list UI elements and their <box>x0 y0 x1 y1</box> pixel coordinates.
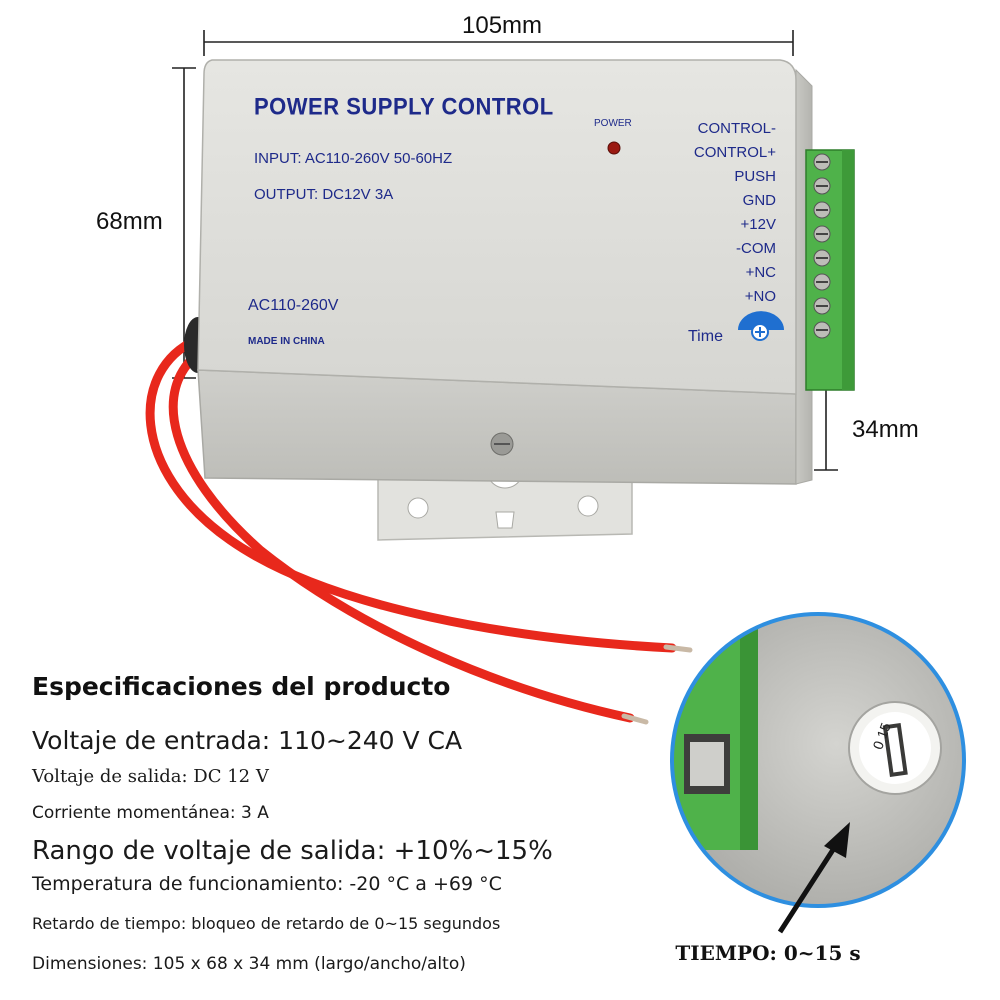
pointer-arrow <box>777 822 850 934</box>
spec-line-output-voltage: Voltaje de salida: DC 12 V <box>32 766 269 787</box>
time-knob-label: Time <box>688 328 723 345</box>
dimension-depth-label: 34mm <box>852 416 919 443</box>
power-led-label: POWER <box>594 118 632 129</box>
depth-dimension-line <box>814 379 838 471</box>
dimension-height-label: 68mm <box>96 208 163 235</box>
spec-line-temperature: Temperatura de funcionamiento: -20 °C a … <box>32 873 502 895</box>
device-output-spec: OUTPUT: DC12V 3A <box>254 186 394 203</box>
spec-line-current: Corriente momentánea: 3 A <box>32 803 269 823</box>
zoom-ring <box>670 612 966 908</box>
device-title: POWER SUPPLY CONTROL <box>254 92 554 121</box>
terminal-label: +12V <box>740 216 776 233</box>
power-led <box>607 141 621 155</box>
terminal-label: +NO <box>744 288 776 305</box>
device-ac-label: AC110-260V <box>248 297 339 314</box>
housing-top-face <box>197 59 797 395</box>
terminal-label: PUSH <box>734 168 776 185</box>
device-made-in: MADE IN CHINA <box>248 336 325 347</box>
terminal-label: CONTROL- <box>697 120 776 137</box>
spec-line-output-range: Rango de voltaje de salida: +10%~15% <box>32 836 553 866</box>
specs-heading: Especificaciones del producto <box>32 672 451 701</box>
terminal-label: CONTROL+ <box>693 144 776 161</box>
terminal-label: GND <box>742 192 776 209</box>
width-dimension-line <box>203 30 794 56</box>
red-wires <box>145 335 693 725</box>
spec-line-dimensions: Dimensiones: 105 x 68 x 34 mm (largo/anc… <box>32 954 466 974</box>
terminal-block <box>805 149 855 391</box>
terminal-label: -COM <box>736 240 776 257</box>
terminal-label: +NC <box>745 264 776 281</box>
spec-line-input-voltage: Voltaje de entrada: 110~240 V CA <box>32 726 463 755</box>
spec-line-time-delay: Retardo de tiempo: bloqueo de retardo de… <box>32 914 501 933</box>
front-screw <box>490 432 514 456</box>
dimension-width-label: 105mm <box>462 12 543 39</box>
zoom-caption: TIEMPO: 0~15 s <box>675 941 861 965</box>
time-knob <box>738 311 784 341</box>
device-input-spec: INPUT: AC110-260V 50-60HZ <box>254 150 453 167</box>
